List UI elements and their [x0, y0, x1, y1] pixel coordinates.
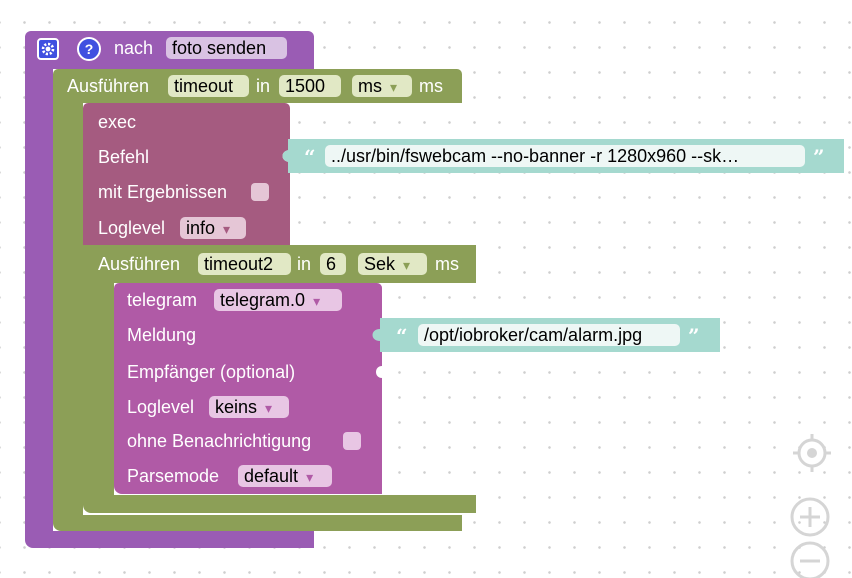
- telegram-parsemode-label: Parsemode: [127, 466, 220, 486]
- telegram-loglevel-value: keins: [215, 397, 258, 417]
- timeout2-suffix-label: ms: [435, 254, 459, 274]
- svg-text:?: ?: [85, 41, 94, 57]
- plus-circle-icon[interactable]: [789, 496, 831, 538]
- minus-circle-icon[interactable]: [789, 540, 831, 578]
- exec-loglevel-dropdown[interactable]: info ▾: [180, 217, 246, 239]
- timeout-suffix-label: ms: [419, 76, 443, 96]
- exec-loglevel-label: Loglevel: [98, 218, 166, 238]
- telegram-instance-dropdown[interactable]: telegram.0 ▾: [214, 289, 342, 311]
- timeout-unit-dropdown[interactable]: ms ▾: [352, 75, 412, 97]
- procedure-block-arm: [25, 60, 53, 536]
- open-quote-icon: “: [304, 145, 316, 169]
- chevron-down-icon: ▾: [403, 257, 411, 273]
- exec-results-label: mit Ergebnissen: [98, 182, 228, 202]
- timeout2-unit-value: Sek: [364, 254, 396, 274]
- telegram-loglevel-dropdown[interactable]: keins ▾: [209, 396, 289, 418]
- telegram-parsemode-dropdown[interactable]: default ▾: [238, 465, 332, 487]
- gear-icon[interactable]: [37, 38, 59, 60]
- telegram-block[interactable]: [114, 283, 382, 494]
- timeout-block-bottom: [53, 515, 462, 531]
- question-icon[interactable]: ?: [77, 37, 101, 61]
- telegram-recipient-label: Empfänger (optional): [127, 362, 296, 382]
- open-quote-icon: “: [396, 324, 408, 348]
- telegram-title: telegram: [127, 290, 198, 310]
- exec-command-field[interactable]: ../usr/bin/fswebcam --no-banner -r 1280x…: [325, 145, 805, 167]
- telegram-message-text-plug: [372, 324, 384, 346]
- chevron-down-icon: ▾: [223, 221, 231, 237]
- timeout-label: Ausführen: [67, 76, 150, 96]
- timeout2-label: Ausführen: [98, 254, 181, 274]
- telegram-parsemode-value: default: [244, 466, 299, 486]
- crosshair-icon[interactable]: [792, 433, 832, 473]
- procedure-block-bottom: [25, 531, 314, 548]
- exec-title: exec: [98, 112, 137, 132]
- timeout-unit-value: ms: [358, 76, 382, 96]
- telegram-loglevel-label: Loglevel: [127, 397, 195, 417]
- timeout2-block-arm: [83, 280, 114, 498]
- timeout-delay-field[interactable]: 1500: [279, 75, 341, 97]
- timeout2-delay-field[interactable]: 6: [320, 253, 346, 275]
- chevron-down-icon: ▾: [265, 400, 273, 416]
- exec-results-checkbox[interactable]: [251, 183, 269, 201]
- telegram-silent-checkbox[interactable]: [343, 432, 361, 450]
- timeout2-unit-dropdown[interactable]: Sek ▾: [358, 253, 427, 275]
- telegram-message-label: Meldung: [127, 325, 197, 345]
- timeout2-var-field[interactable]: timeout2: [198, 253, 291, 275]
- close-quote-icon: ”: [813, 145, 825, 169]
- timeout-block-arm: [53, 100, 83, 520]
- timeout2-block-bottom: [83, 495, 476, 513]
- close-quote-icon: ”: [688, 324, 700, 348]
- telegram-recipient-input-socket: [376, 361, 384, 383]
- telegram-instance-value: telegram.0: [220, 290, 306, 310]
- timeout-in-label: in: [256, 76, 271, 96]
- exec-command-text-plug: [282, 145, 294, 167]
- procedure-name-field[interactable]: foto senden: [166, 37, 287, 59]
- timeout-var-field[interactable]: timeout: [168, 75, 249, 97]
- chevron-down-icon: ▾: [306, 469, 314, 485]
- telegram-silent-label: ohne Benachrichtigung: [127, 431, 312, 451]
- exec-loglevel-value: info: [186, 218, 216, 238]
- telegram-message-field[interactable]: /opt/iobroker/cam/alarm.jpg: [418, 324, 680, 346]
- exec-command-label: Befehl: [98, 147, 150, 167]
- procedure-label: nach: [114, 38, 154, 58]
- timeout2-in-label: in: [297, 254, 312, 274]
- chevron-down-icon: ▾: [390, 79, 398, 95]
- chevron-down-icon: ▾: [313, 293, 321, 309]
